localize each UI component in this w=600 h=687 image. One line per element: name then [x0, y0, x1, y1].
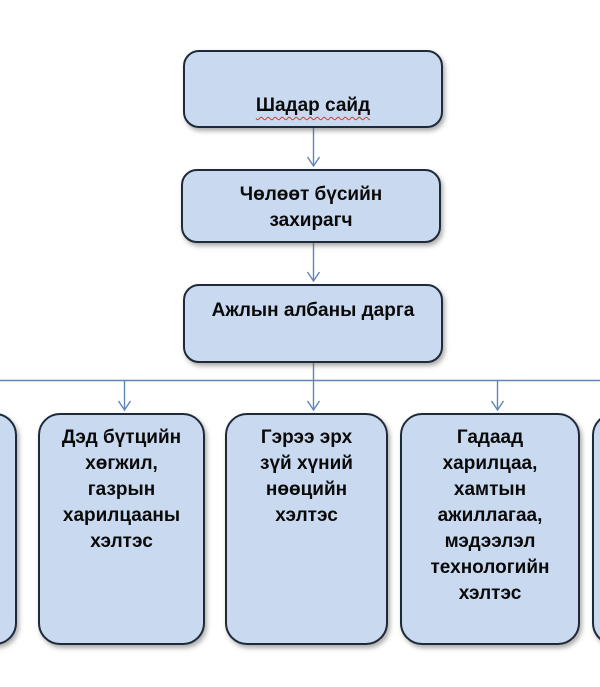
connector-drop-dept-a [117, 380, 132, 412]
node-dept-infrastructure-land: Дэд бүтцийн хөгжил, газрын харилцааны хэ… [38, 413, 205, 645]
node-head-of-office: Ажлын албаны дарга [183, 284, 443, 363]
node-dept-cut-right [592, 413, 600, 645]
connector-drop-dept-b [306, 380, 321, 412]
connector-l2-to-l3 [306, 243, 321, 283]
connector-drop-dept-c [490, 380, 505, 412]
node-deputy-minister-label: Шадар сайд [255, 95, 371, 116]
node-dept-contract-legal-hr: Гэрээ эрх зүй хүний нөөцийн хэлтэс [225, 413, 388, 645]
node-dept-cut-left [0, 413, 17, 645]
connector-l1-to-l2 [306, 128, 321, 168]
node-dept-foreign-relations-it: Гадаад харилцаа, хамтын ажиллагаа, мэдээ… [400, 413, 580, 645]
node-deputy-minister: Шадар сайд [183, 50, 443, 128]
node-free-zone-governor: Чөлөөт бүсийн захирагч [181, 169, 441, 243]
